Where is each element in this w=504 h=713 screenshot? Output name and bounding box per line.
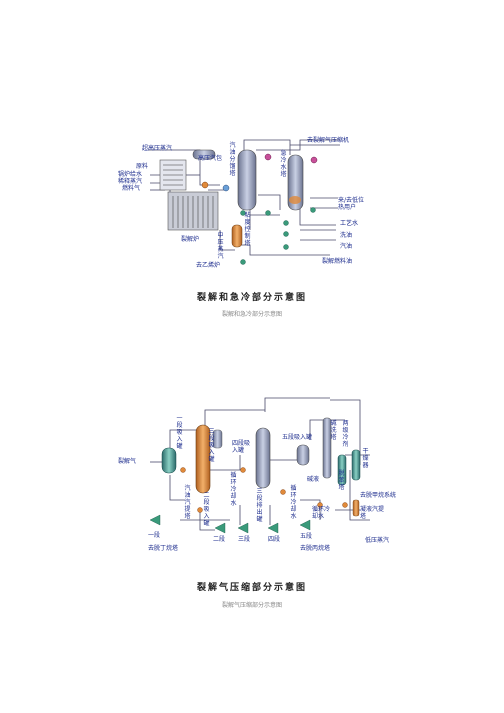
alkali-wash-tower [322, 417, 332, 479]
stage2-suction-drum [195, 424, 211, 494]
diagram1-subtitle: 裂解和急冷部分示意图 [221, 311, 282, 318]
label-quench-water-tower: 急冷水塔 [280, 150, 287, 178]
stage3-suction-drum [212, 429, 223, 449]
label-stage2-suction: 二段吸入罐 [203, 492, 210, 527]
label-stage3-suction: 三段吸入罐 [208, 428, 215, 463]
label-superhigh-steam: 超高压蒸汽 [142, 145, 173, 152]
label-cracking-furnace: 裂解炉 [181, 236, 200, 243]
diagram1-title: 裂解和急冷部分示意图 [196, 293, 307, 303]
gasoline-fractionator [237, 149, 257, 211]
label-boiler-feedwater: 锅炉给水 [118, 171, 143, 178]
label-stage1: 一段 [148, 532, 161, 539]
high-pressure-drum [192, 149, 216, 160]
label-stage5-suction: 五段吸入罐 [282, 434, 313, 441]
quench-water-tower [287, 154, 304, 211]
label-low-pressure-steam: 低压蒸汽 [365, 537, 390, 544]
label-circ-cooling-water-1: 循环冷却水 [230, 472, 237, 507]
label-alkali-liquid: 碱液 [307, 476, 320, 483]
label-circ-cooling-water-3: 循环冷却水 [312, 506, 331, 520]
label-process-water: 工艺水 [340, 220, 359, 227]
label-stage3: 三段 [238, 536, 251, 543]
exchanger-icon [201, 181, 209, 189]
label-stage1-suction: 一段吸入罐 [176, 415, 183, 450]
label-stage2: 二段 [213, 536, 226, 543]
label-stage3-discharge: 三段排出罐 [256, 488, 263, 523]
label-feed: 原料 [136, 163, 149, 170]
label-to-compressor: 去裂解气压缩机 [307, 137, 350, 144]
condensate-stripper [352, 499, 360, 517]
label-alkali-wash: 碱洗塔 [330, 420, 337, 441]
label-cracked-fuel-oil: 裂解燃料油 [322, 258, 353, 265]
label-to-deethanizer: 去脱甲烷系统 [360, 492, 397, 499]
compressor-stage-icons [149, 514, 311, 534]
stage4-discharge-drum [255, 427, 271, 489]
label-stage4: 四段 [268, 536, 281, 543]
label-gasoline-fractionator: 汽油分馏塔 [229, 142, 236, 177]
exchanger-icon [264, 153, 272, 161]
stage5-suction-drum [296, 444, 310, 466]
label-fuel-gas: 燃料气 [122, 185, 141, 192]
label-high-pressure-drum: 高压汽包 [198, 155, 223, 162]
exchanger-icon [222, 184, 230, 192]
label-wash-oil: 洗油 [340, 232, 353, 239]
label-dilution-steam: 稀释蒸汽 [118, 178, 143, 185]
cracking-furnace [159, 159, 219, 231]
label-stage4-suction: 四段吸入罐 [232, 440, 251, 454]
label-dryer: 干燥器 [362, 448, 369, 469]
label-to-deisobutane: 去脱丙烷塔 [300, 545, 331, 552]
label-to-butene: 去脱丁烷塔 [148, 545, 179, 552]
dryer [351, 449, 361, 481]
label-mid-pressure-steam: 中压蒸汽 [217, 232, 224, 260]
label-to-ethylene-furnace: 去乙烯炉 [196, 262, 221, 269]
label-to-low-temp-users: 来/去低位热用户 [338, 197, 365, 211]
pump-icons [240, 207, 316, 265]
debenzene-tower [337, 454, 347, 486]
diagram2-subtitle: 裂解气压缩部分示意图 [221, 602, 282, 609]
diagram2-title: 裂解气压缩部分示意图 [196, 583, 307, 593]
label-gasoline-stripper: 汽油汽提塔 [184, 485, 191, 520]
label-debenzene: 脱苯塔 [338, 470, 345, 491]
label-cracked-gas: 裂解气 [118, 458, 137, 465]
label-condensate-stripper: 凝液汽提塔 [360, 506, 385, 520]
stage1-suction-drum [161, 447, 177, 474]
exchanger-icon [310, 156, 318, 164]
label-two-stage-cool: 两级冷剂 [342, 420, 349, 448]
viscosity-control-tower [231, 224, 243, 248]
label-stage5: 五段 [300, 533, 313, 540]
piping-2 [150, 397, 370, 531]
label-circ-cooling-water-2: 循环冷却水 [290, 485, 297, 520]
label-viscosity-control-tower: 粘度控制塔 [244, 212, 251, 247]
exchanger-icons-2 [180, 467, 348, 513]
label-gasoline: 汽油 [340, 243, 353, 250]
